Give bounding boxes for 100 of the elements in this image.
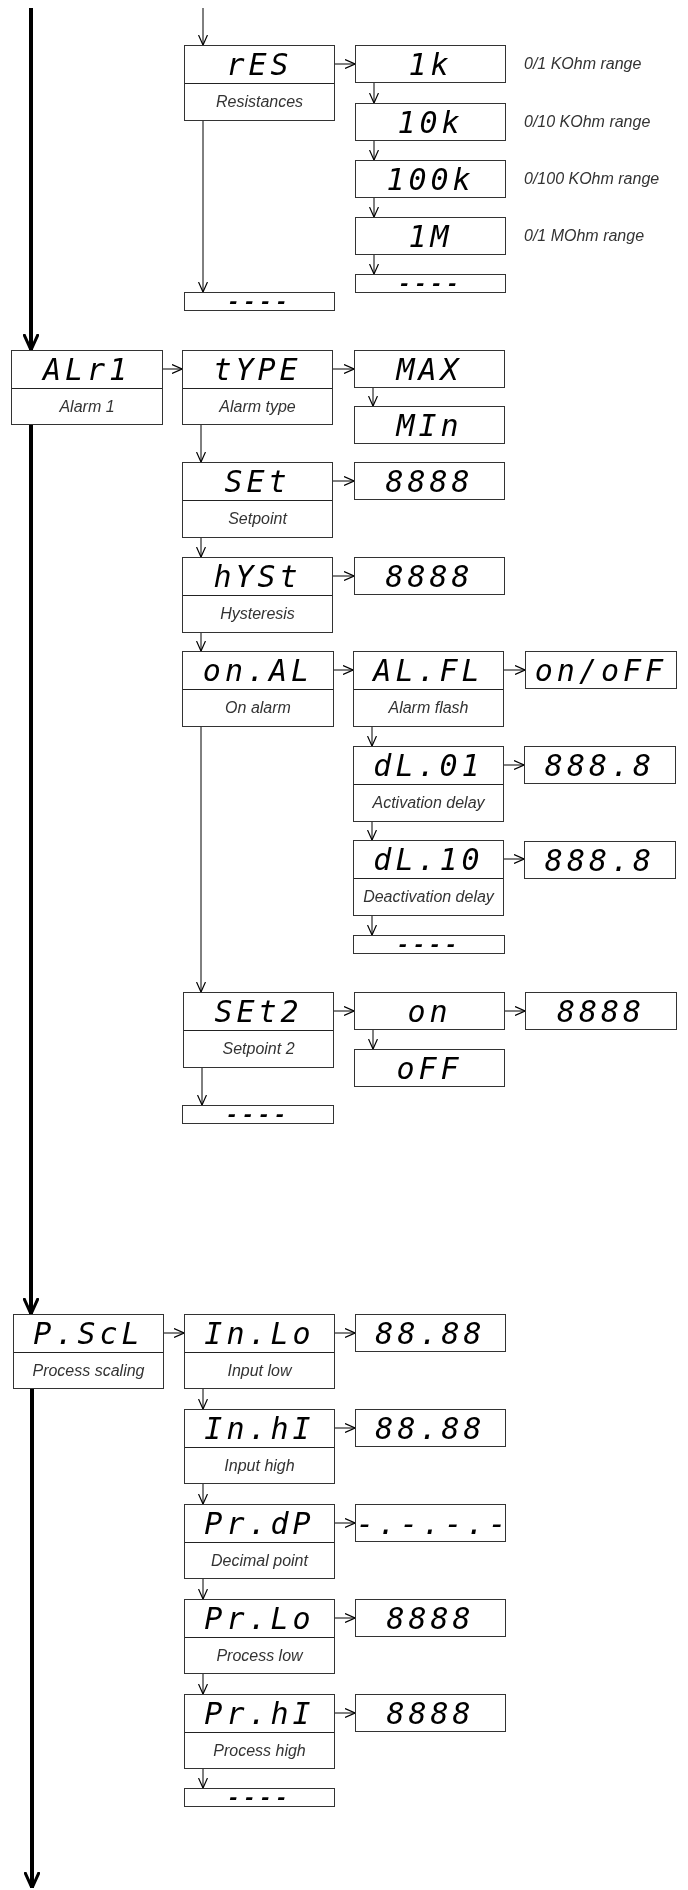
- display-code: on: [406, 993, 453, 1030]
- parameter-box: [184, 1694, 335, 1769]
- display-code: 8888: [385, 1600, 476, 1637]
- range-note: 0/1 MOhm range: [524, 227, 645, 245]
- display-code: 888.8: [543, 747, 657, 784]
- display-code: Pr.hI: [203, 1695, 316, 1732]
- parameter-box: [353, 746, 504, 822]
- value-box: [354, 406, 505, 444]
- arrow: [366, 726, 378, 747]
- value-box: [354, 992, 505, 1030]
- arrow: [503, 853, 525, 865]
- display-code: ----: [224, 1106, 292, 1123]
- parameter-label: Setpoint: [183, 500, 332, 537]
- display-code: 100k: [385, 161, 476, 198]
- arrow: [332, 570, 355, 582]
- arrow: [197, 1768, 209, 1789]
- display-code: SEt2: [213, 993, 304, 1030]
- end-box: [355, 274, 506, 293]
- arrow: [368, 82, 380, 104]
- parameter-label: Alarm 1: [12, 388, 162, 425]
- arrow: [22, 425, 40, 1316]
- parameter-label: Input low: [185, 1352, 334, 1389]
- arrow: [334, 1517, 356, 1529]
- parameter-label: Activation delay: [354, 784, 503, 821]
- parameter-box: [182, 557, 333, 633]
- display-code: 888.8: [543, 842, 657, 879]
- display-code: In.Lo: [203, 1315, 316, 1352]
- arrow: [162, 363, 183, 375]
- parameter-box: [182, 462, 333, 538]
- arrow: [334, 1612, 356, 1624]
- parameter-label: Decimal point: [185, 1542, 334, 1579]
- value-box: [355, 1314, 506, 1352]
- parameter-label: Process high: [185, 1732, 334, 1769]
- display-code: Pr.Lo: [203, 1600, 316, 1637]
- arrow: [23, 1389, 41, 1890]
- parameter-label: Resistances: [185, 83, 334, 120]
- parameter-box: [184, 1599, 335, 1674]
- arrow: [197, 1673, 209, 1695]
- arrow: [368, 254, 380, 275]
- value-box: [354, 557, 505, 595]
- range-note: 0/100 KOhm range: [524, 170, 660, 188]
- arrow: [195, 632, 207, 652]
- value-box: [524, 746, 676, 784]
- parameter-box: [353, 840, 504, 916]
- end-box: [184, 1788, 335, 1807]
- arrow: [163, 1327, 185, 1339]
- display-code: 8888: [385, 1695, 476, 1732]
- display-code: ALr1: [40, 351, 133, 388]
- value-box: [524, 841, 676, 879]
- display-code: 1k: [407, 46, 454, 83]
- display-code: ----: [226, 293, 293, 310]
- arrow: [503, 664, 526, 676]
- display-code: In.hI: [203, 1410, 316, 1447]
- range-note: 0/10 KOhm range: [524, 113, 651, 131]
- parameter-label: Setpoint 2: [184, 1030, 333, 1067]
- arrow: [334, 1422, 356, 1434]
- arrow: [332, 475, 355, 487]
- arrow: [368, 197, 380, 218]
- arrow: [334, 1327, 356, 1339]
- parameter-label: Input high: [185, 1447, 334, 1484]
- value-box: [354, 1049, 505, 1087]
- end-box: [353, 935, 505, 954]
- display-code: on/oFF: [533, 652, 669, 689]
- parameter-box: [184, 1314, 335, 1389]
- parameter-box: [184, 45, 335, 121]
- value-box: [355, 1599, 506, 1637]
- arrow: [334, 58, 356, 70]
- arrow: [197, 1483, 209, 1505]
- arrow: [334, 1707, 356, 1719]
- display-code: on.AL: [201, 652, 315, 689]
- parameter-label: On alarm: [183, 689, 333, 726]
- display-code: 88.88: [374, 1315, 487, 1352]
- arrow: [197, 1578, 209, 1600]
- display-code: dL.01: [372, 747, 485, 784]
- display-code: ----: [397, 275, 464, 292]
- range-note: 0/1 KOhm range: [524, 55, 642, 73]
- value-box: [355, 1409, 506, 1447]
- display-code: tYPE: [212, 351, 303, 388]
- arrow: [367, 1029, 379, 1050]
- arrow: [366, 915, 378, 936]
- parameter-label: Alarm type: [183, 388, 332, 425]
- arrow: [195, 726, 207, 993]
- display-code: AL.FL: [371, 652, 485, 689]
- arrow: [195, 424, 207, 463]
- value-box: [355, 1694, 506, 1732]
- arrow: [22, 8, 40, 352]
- display-code: 8888: [555, 993, 647, 1030]
- value-box: [525, 992, 677, 1030]
- end-box: [184, 292, 335, 311]
- arrow: [368, 140, 380, 161]
- display-code: hYSt: [212, 558, 303, 595]
- parameter-label: Process low: [185, 1637, 334, 1674]
- display-code: MAX: [394, 351, 464, 388]
- arrow: [332, 363, 355, 375]
- parameter-label: Deactivation delay: [354, 878, 503, 915]
- arrow: [333, 1005, 355, 1017]
- parameter-box: [184, 1409, 335, 1484]
- display-code: 1M: [407, 218, 454, 255]
- parameter-box: [183, 992, 334, 1068]
- arrow: [503, 759, 525, 771]
